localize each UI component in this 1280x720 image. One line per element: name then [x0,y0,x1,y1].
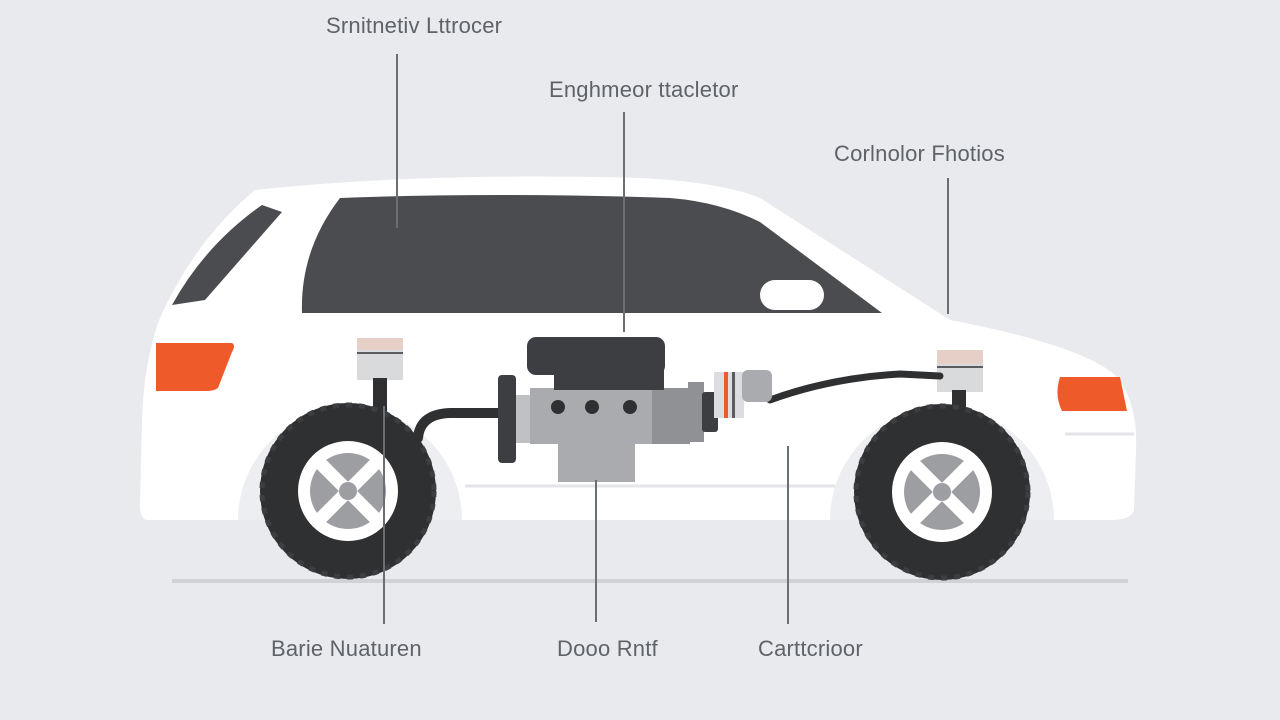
engine-base [558,440,635,482]
label-top-left: Srnitnetiv Lttrocer [326,13,503,38]
engine-bolt-2 [585,400,599,414]
label-top-center: Enghmeor ttacletor [549,77,739,102]
rear-mount [357,350,403,380]
engine-cover [527,337,665,375]
label-bottom-right: Carttcrioor [758,636,863,661]
connector-cap [742,370,772,402]
engine-left-cap [498,375,516,463]
front-mount-top [937,350,983,364]
connector-body [714,372,744,418]
label-bottom-left: Barie Nuaturen [271,636,422,661]
engine-left-flange [516,395,532,443]
rear-drive-shaft [413,408,510,443]
side-window [301,195,882,313]
front-tire-tread [853,403,1031,581]
engine-block-shade [652,388,690,444]
rear-mount-top [357,338,403,350]
label-top-right: Corlnolor Fhotios [834,141,1005,166]
front-mount [937,364,983,392]
front-cable [766,370,944,404]
front-light [1057,377,1127,411]
rear-tire-tread [259,402,437,580]
front-hub-center [933,483,951,501]
label-bottom-center: Dooo Rntf [557,636,658,661]
connector-band-2 [732,372,735,418]
rear-window [172,205,282,305]
rear-hub-center [339,482,357,500]
engine-right-flange [688,382,704,442]
engine-bolt-1 [551,400,565,414]
connector-band-1 [724,372,728,418]
mirror [760,280,824,310]
rear-light [156,343,234,391]
engine-bolt-3 [623,400,637,414]
